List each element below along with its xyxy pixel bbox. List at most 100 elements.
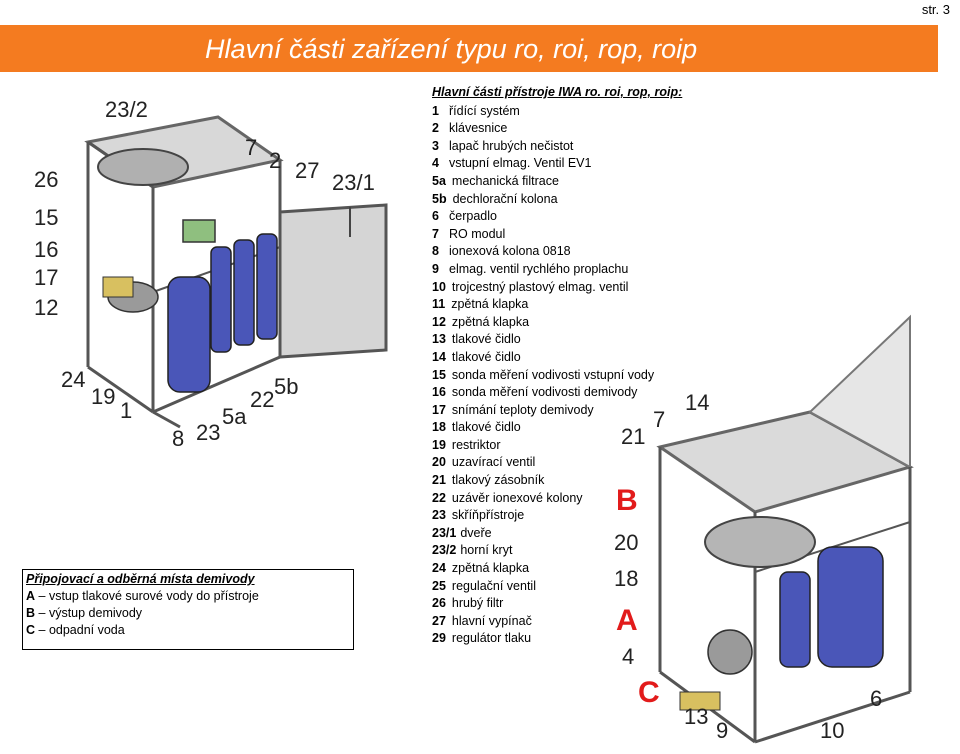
part-number: 11: [432, 297, 446, 312]
figure-right-unit-closed: 7 14 21 20 18 4 6 13 9 10 B A C: [614, 314, 914, 744]
part-description: regulační ventil: [451, 578, 536, 593]
callout-1: 1: [120, 398, 132, 423]
callout-23: 23: [196, 420, 220, 445]
part-number: 19: [432, 437, 446, 452]
door-open: [278, 203, 388, 359]
filter-cartridge-3: [256, 233, 278, 340]
part-description: sonda měření vodivosti demivody: [451, 385, 638, 400]
connection-item-a: A – vstup tlakové surové vody do přístro…: [26, 589, 259, 603]
callout-r-10: 10: [820, 718, 844, 743]
part-number: 5b: [432, 191, 447, 206]
callout-19: 19: [91, 384, 115, 409]
part-number: 17: [432, 402, 446, 417]
filter-cartridge-2: [233, 239, 255, 346]
callout-16: 16: [34, 237, 58, 262]
callout-r-21: 21: [621, 424, 645, 449]
callout-22: 22: [250, 387, 274, 412]
callout-r-6: 6: [870, 686, 882, 711]
callout-15: 15: [34, 205, 58, 230]
callout-r-14: 14: [685, 390, 709, 415]
part-description: dechlorační kolona: [452, 191, 558, 206]
part-item: 21 tlakový zásobník: [432, 472, 712, 490]
part-description: trojcestný plastový elmag. ventil: [451, 279, 629, 294]
marker-c: C: [638, 676, 660, 709]
part-description: řídící systém: [449, 103, 520, 118]
connection-item-c: C – odpadní voda: [26, 623, 125, 637]
part-description: mechanická filtrace: [451, 173, 559, 188]
part-number: 1: [432, 103, 439, 118]
callout-24: 24: [61, 367, 85, 392]
callout-r-18: 18: [614, 566, 638, 591]
part-number: 9: [432, 261, 439, 276]
part-item: 4 vstupní elmag. Ventil EV1: [432, 155, 712, 173]
part-number: 26: [432, 596, 446, 611]
part-number: 23/2: [432, 543, 457, 558]
part-number: 16: [432, 385, 446, 400]
part-number: 4: [432, 156, 439, 171]
part-number: 7: [432, 226, 439, 241]
callout-26: 26: [34, 167, 58, 192]
part-description: čerpadlo: [449, 209, 497, 224]
part-number: 8: [432, 244, 439, 259]
part-item: 5b dechlorační kolona: [432, 191, 712, 209]
marker-a: A: [616, 604, 638, 637]
callout-5a: 5a: [222, 404, 247, 429]
callout-7: 7: [245, 135, 257, 160]
part-number: 27: [432, 613, 446, 628]
callout-r-9: 9: [716, 718, 728, 743]
part-description: dveře: [460, 525, 492, 540]
page-title: Hlavní části zařízení typu ro, roi, rop,…: [205, 34, 698, 64]
part-number: 21: [432, 473, 446, 488]
part-number: 15: [432, 367, 446, 382]
part-number: 3: [432, 138, 439, 153]
callout-5b: 5b: [274, 374, 298, 399]
tank-top: [97, 148, 189, 186]
parts-list-heading: Hlavní části přístroje IWA ro. roi, rop,…: [432, 85, 683, 99]
part-description: tlakový zásobník: [451, 473, 545, 488]
figure-left-unit-open: 23/2 7 2 27 23/1 26 15 16 17 12 24 19 1 …: [34, 97, 388, 451]
part-number: 23/1: [432, 525, 457, 540]
connection-legend: Připojovací a odběrná místa demivody A –…: [22, 569, 354, 650]
part-description: klávesnice: [449, 121, 508, 136]
connection-legend-title: Připojovací a odběrná místa demivody: [26, 572, 255, 586]
callout-17: 17: [34, 265, 58, 290]
part-number: 25: [432, 578, 446, 593]
connection-item-b: B – výstup demivody: [26, 606, 143, 620]
part-number: 29: [432, 631, 446, 646]
part-description: horní kryt: [460, 543, 513, 558]
callout-8: 8: [172, 426, 184, 451]
pump-right: [707, 629, 753, 675]
part-number: 20: [432, 455, 446, 470]
part-item: 25 regulační ventil: [432, 578, 712, 596]
part-number: 18: [432, 420, 446, 435]
callout-12: 12: [34, 295, 58, 320]
part-number: 22: [432, 490, 446, 505]
callout-r-7: 7: [653, 407, 665, 432]
part-item: 19 restriktor: [432, 437, 712, 455]
part-number: 24: [432, 561, 446, 576]
callout-2: 2: [269, 148, 281, 173]
part-description: vstupní elmag. Ventil EV1: [449, 156, 592, 171]
part-description: tlakové čidlo: [451, 420, 521, 435]
cartridge-right: [779, 571, 811, 668]
part-description: restriktor: [451, 437, 501, 452]
part-number: 12: [432, 314, 446, 329]
